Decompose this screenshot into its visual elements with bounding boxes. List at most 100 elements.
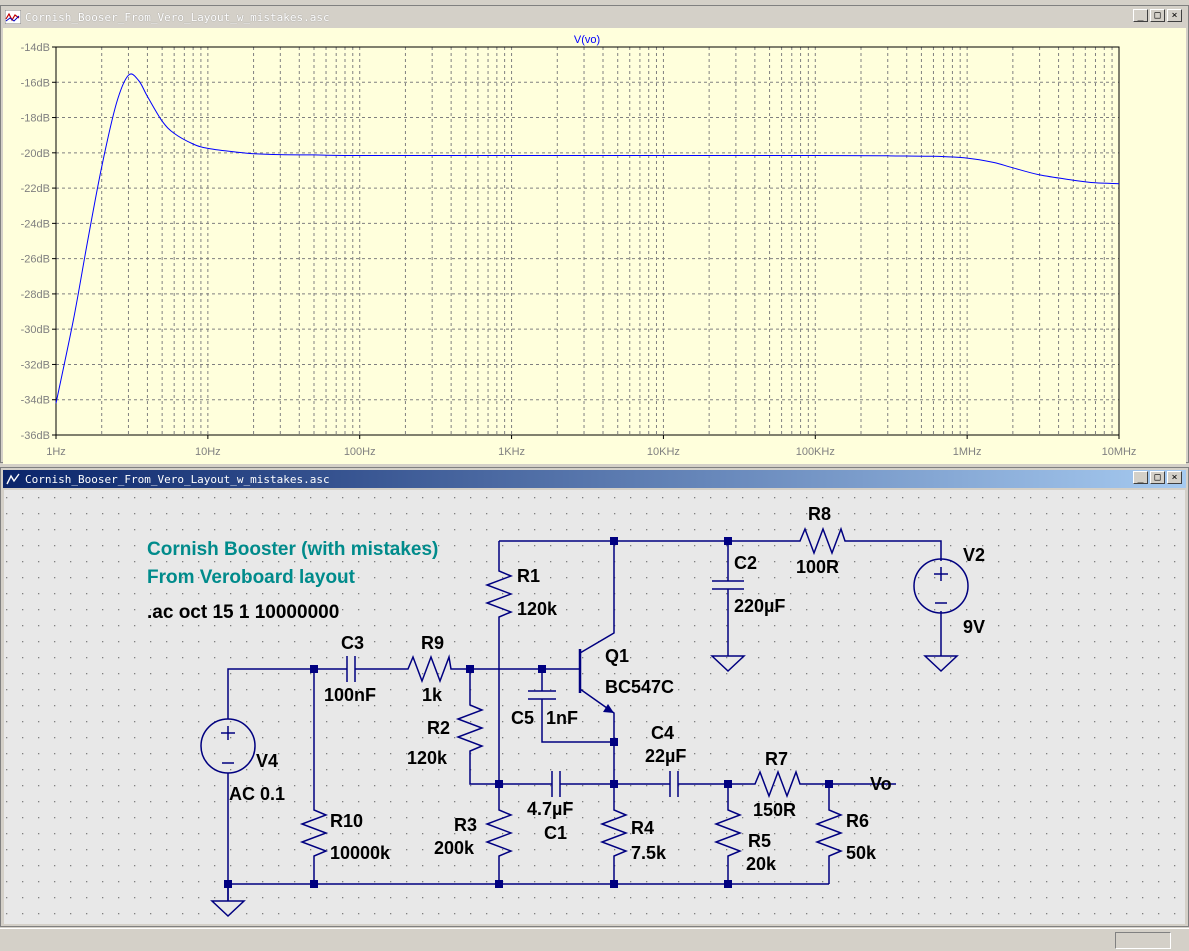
r9-ref[interactable]: R9 [421,633,444,653]
transistor-q1[interactable] [571,649,614,713]
r8-ref[interactable]: R8 [808,504,831,524]
c2-value[interactable]: 220µF [734,596,785,616]
v2-ref[interactable]: V2 [963,545,985,565]
r5-ref[interactable]: R5 [748,831,771,851]
y-tick-label: -28dB [21,289,50,301]
capacitor-c4[interactable] [669,771,679,797]
y-tick-label: -20dB [21,148,50,160]
r3-ref[interactable]: R3 [454,815,477,835]
plot-window[interactable]: Cornish_Booser_From_Vero_Layout_w_mistak… [0,5,1189,464]
plot-pane[interactable]: -14dB-16dB-18dB-20dB-22dB-24dB-26dB-28dB… [3,28,1186,464]
junction-dots [224,537,833,888]
resistor-r9[interactable] [404,654,453,684]
resistor-r4[interactable] [599,806,629,861]
ground-symbol [710,655,746,673]
capacitor-c5[interactable] [528,690,556,700]
trace-label[interactable]: V(vo) [574,34,600,46]
y-tick-label: -30dB [21,324,50,336]
comment-title[interactable]: Cornish Booster (with mistakes) [147,539,438,560]
y-tick-label: -36dB [21,430,50,442]
schematic-window-titlebar[interactable]: Cornish_Booser_From_Vero_Layout_w_mistak… [3,470,1186,488]
close-button[interactable]: × [1167,9,1182,22]
restore-button[interactable]: □ [1150,9,1165,22]
r10-value[interactable]: 10000k [330,843,391,863]
r9-value[interactable]: 1k [422,685,443,705]
resistor-r5[interactable] [713,806,743,861]
plot-window-titlebar[interactable]: Cornish_Booser_From_Vero_Layout_w_mistak… [3,8,1186,26]
trace-v-vo [55,73,1120,404]
resistor-r6[interactable] [814,806,844,861]
resistor-r10[interactable] [299,806,329,861]
net-label-vo[interactable]: Vo [870,774,892,794]
c1-value[interactable]: 4.7µF [527,799,573,819]
y-tick-label: -14dB [21,42,50,54]
x-tick-label: 1Hz [46,446,66,458]
spice-directive[interactable]: .ac oct 15 1 10000000 [147,602,339,623]
voltage-source-v2[interactable] [913,558,969,614]
c5-ref[interactable]: C5 [511,708,534,728]
r6-ref[interactable]: R6 [846,811,869,831]
y-tick-label: -22dB [21,183,50,195]
plot-grid [56,47,1119,435]
x-tick-label: 10MHz [1102,446,1137,458]
r5-value[interactable]: 20k [746,854,777,874]
y-tick-label: -24dB [21,218,50,230]
restore-button[interactable]: □ [1150,471,1165,484]
v4-value[interactable]: AC 0.1 [229,784,285,804]
c2-ref[interactable]: C2 [734,553,757,573]
y-tick-label: -18dB [21,113,50,125]
waveform-icon [5,10,21,24]
r10-ref[interactable]: R10 [330,811,363,831]
r4-value[interactable]: 7.5k [631,843,667,863]
c5-value[interactable]: 1nF [546,708,578,728]
x-tick-label: 100KHz [796,446,835,458]
resistor-r3[interactable] [484,806,514,861]
v2-value[interactable]: 9V [963,617,985,637]
r4-ref[interactable]: R4 [631,818,654,838]
resistor-r8[interactable] [796,526,848,556]
status-bar [0,928,1189,951]
x-tick-label: 10KHz [647,446,680,458]
plot-frame [55,46,1120,436]
r1-value[interactable]: 120k [517,599,558,619]
c1-ref[interactable]: C1 [544,823,567,843]
capacitor-c3[interactable] [346,656,356,682]
close-button[interactable]: × [1167,471,1182,484]
resistor-r2[interactable] [455,701,485,756]
q1-value[interactable]: BC547C [605,677,674,697]
y-tick-label: -32dB [21,359,50,371]
minimize-button[interactable]: _ [1133,471,1148,484]
schematic-canvas[interactable]: Cornish Booster (with mistakes) From Ver… [4,490,1185,924]
r7-value[interactable]: 150R [753,800,796,820]
r3-value[interactable]: 200k [434,838,475,858]
wires [227,540,942,901]
resistor-r7[interactable] [751,769,803,799]
minimize-button[interactable]: _ [1133,9,1148,22]
r1-ref[interactable]: R1 [517,566,540,586]
c4-value[interactable]: 22µF [645,746,686,766]
voltage-source-v4[interactable] [200,718,256,774]
plot-window-title: Cornish_Booser_From_Vero_Layout_w_mistak… [25,10,330,24]
y-tick-label: -34dB [21,395,50,407]
c3-ref[interactable]: C3 [341,633,364,653]
r7-ref[interactable]: R7 [765,749,788,769]
schematic-icon [6,473,20,485]
capacitor-c1[interactable] [551,771,561,797]
r8-value[interactable]: 100R [796,557,839,577]
c3-value[interactable]: 100nF [324,685,376,705]
schematic-window-title: Cornish_Booser_From_Vero_Layout_w_mistak… [25,472,330,486]
c4-ref[interactable]: C4 [651,723,674,743]
q1-ref[interactable]: Q1 [605,646,629,666]
capacitor-c2[interactable] [712,580,744,590]
r2-ref[interactable]: R2 [427,718,450,738]
resistor-r1[interactable] [484,567,514,621]
schematic-window[interactable]: Cornish_Booser_From_Vero_Layout_w_mistak… [0,467,1189,927]
y-tick-label: -16dB [21,77,50,89]
comment-subtitle[interactable]: From Veroboard layout [147,567,356,588]
status-cell [1115,932,1171,949]
y-axis-ticks: -14dB-16dB-18dB-20dB-22dB-24dB-26dB-28dB… [21,42,56,442]
r2-value[interactable]: 120k [407,748,448,768]
v4-ref[interactable]: V4 [256,751,278,771]
r6-value[interactable]: 50k [846,843,877,863]
